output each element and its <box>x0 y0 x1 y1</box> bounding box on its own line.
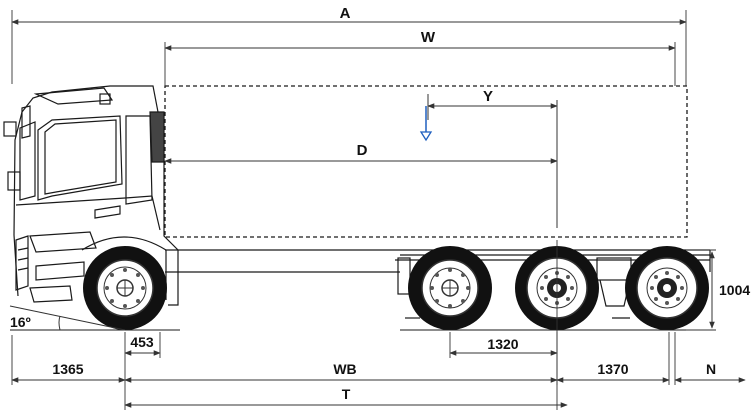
rear-window <box>125 115 153 205</box>
extension-lines <box>11 10 716 410</box>
roof-lamp <box>99 93 111 105</box>
approach-angle <box>9 305 126 331</box>
dim-label-1365: 1365 <box>52 361 83 377</box>
door-handle <box>94 205 121 219</box>
dim-label-1320: 1320 <box>487 336 518 352</box>
lower-step <box>35 261 85 281</box>
lower-mirror <box>7 171 21 191</box>
dim-label-D: D <box>357 142 368 159</box>
cab-side-grille <box>149 111 165 163</box>
dim-label-W: W <box>421 29 436 46</box>
dim-label-A: A <box>340 5 351 22</box>
truck-cab <box>3 85 179 306</box>
dim-label-1004: 1004 <box>719 282 750 298</box>
wheel-studs <box>105 268 684 308</box>
mirror-arm <box>21 105 31 139</box>
front-wheel-arch <box>81 236 167 300</box>
dim-label-453: 453 <box>130 334 154 350</box>
dim-label-N: N <box>706 361 716 377</box>
front-wheel <box>83 246 167 330</box>
front-grille <box>15 235 29 291</box>
rear-wheel-1 <box>408 246 492 330</box>
side-mirror <box>3 121 17 137</box>
dimension-lines <box>11 19 746 408</box>
dim-label-T: T <box>342 386 351 402</box>
rear-wheel-3 <box>625 246 709 330</box>
dim-label-WB: WB <box>333 361 356 377</box>
bumper-step <box>29 285 73 303</box>
dim-label-Y: Y <box>483 88 493 105</box>
dim-label-1370: 1370 <box>597 361 628 377</box>
door-window <box>37 115 123 201</box>
load-center-arrow <box>419 106 433 142</box>
approach-angle-label: 16º <box>10 314 31 330</box>
roof-deflector <box>33 87 114 105</box>
cab-step <box>29 231 97 253</box>
